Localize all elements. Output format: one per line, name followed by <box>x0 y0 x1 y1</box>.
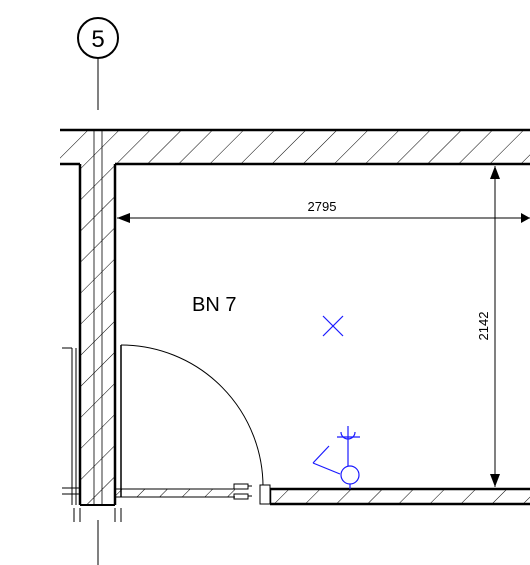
height-dimension-label: 2142 <box>476 312 491 341</box>
width-dimension: 2795 <box>117 199 530 223</box>
top-wall <box>60 128 530 166</box>
bottom-wall-left-segment <box>115 488 235 498</box>
wall-ticks <box>73 508 122 522</box>
door-handle-icon <box>233 483 252 500</box>
door-swing-arc <box>120 344 264 490</box>
adjacent-wall <box>62 347 80 505</box>
height-dimension: 2142 <box>476 166 500 487</box>
door-frame <box>259 484 271 505</box>
left-wall <box>78 130 117 506</box>
door <box>120 344 271 505</box>
wall-hung-fixture-icon <box>312 426 360 489</box>
bottom-wall-right-segment <box>268 487 530 506</box>
grid-axis-label: 5 <box>91 26 104 53</box>
x-mark-icon <box>322 315 344 337</box>
width-dimension-label: 2795 <box>308 199 337 214</box>
grid-axis-marker: 5 <box>77 17 119 565</box>
room-label: BN 7 <box>192 294 236 316</box>
